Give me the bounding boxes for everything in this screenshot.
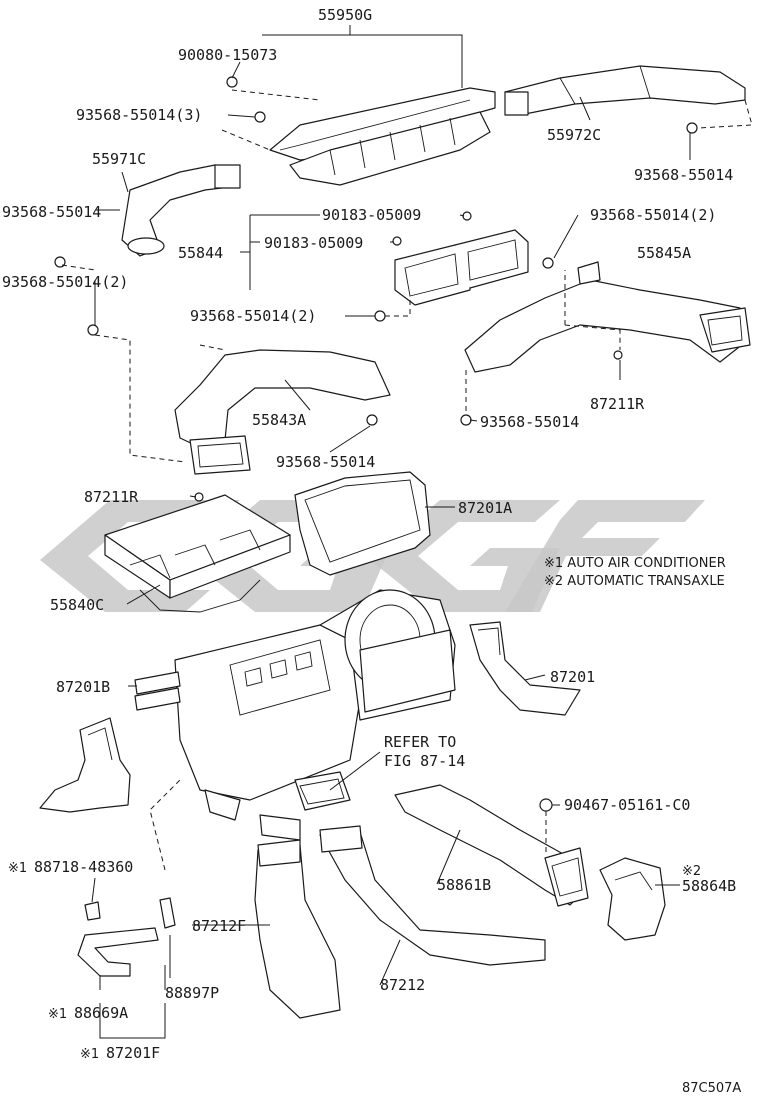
duct-58861B	[394, 784, 589, 907]
label-90183-05009-a: 90183-05009	[322, 206, 421, 224]
label-87201B: 87201B	[56, 678, 110, 696]
label-93568-55014-2b: 93568-55014(2)	[2, 273, 128, 291]
label-refer-to: REFER TO	[384, 733, 456, 751]
hvac-unit	[134, 589, 456, 841]
label-55844: 55844	[178, 244, 223, 262]
bracket-58864B	[599, 857, 666, 941]
label-58864B: 58864B	[682, 877, 736, 895]
label-87201: 87201	[550, 668, 595, 686]
label-55843A: 55843A	[252, 411, 306, 429]
label-55972C: 55972C	[547, 126, 601, 144]
label-90080-15073: 90080-15073	[178, 46, 277, 64]
notes: ※1 AUTO AIR CONDITIONER ※2 AUTOMATIC TRA…	[544, 556, 726, 589]
vents-55844	[394, 229, 529, 306]
dashed-lines	[61, 89, 753, 871]
register-55840C	[104, 494, 291, 613]
bracket-87201	[469, 621, 581, 716]
fastener-marks	[54, 76, 698, 812]
duct-55971C	[121, 164, 241, 257]
duct-87212	[319, 825, 546, 966]
duct-55845A	[464, 261, 751, 373]
hose-88669A	[77, 897, 176, 977]
label-93568-55014-r2: 93568-55014	[480, 413, 579, 431]
label-88897P: 88897P	[165, 984, 219, 1002]
note-auto-air-conditioner: ※1 AUTO AIR CONDITIONER	[544, 556, 726, 571]
label-55950G: 55950G	[318, 6, 372, 24]
mark-1-87201F: ※1	[80, 1047, 99, 1062]
mark-2-58864B: ※2	[682, 864, 701, 879]
mark-1-88669A: ※1	[48, 1007, 67, 1022]
figure-code: 87C507A	[682, 1081, 741, 1096]
label-93568-55014-l1: 93568-55014	[2, 203, 101, 221]
mark-1-88718: ※1	[8, 861, 27, 876]
leader-lines	[91, 25, 691, 1039]
label-87211R-b: 87211R	[84, 488, 139, 506]
label-90467-05161-C0: 90467-05161-C0	[564, 796, 690, 814]
label-55971C: 55971C	[92, 150, 146, 168]
bracket-87201B	[39, 717, 131, 813]
label-fig-87-14: FIG 87-14	[384, 752, 465, 770]
frame-87201A	[294, 471, 431, 576]
frame-55950G	[269, 87, 496, 186]
label-55845A: 55845A	[637, 244, 691, 262]
label-93568-55014-2a: 93568-55014(2)	[590, 206, 716, 224]
label-87212F: 87212F	[192, 917, 246, 935]
duct-55972C	[504, 65, 746, 116]
label-93568-55014-3: 93568-55014(3)	[76, 106, 202, 124]
duct-87212F	[254, 839, 341, 1019]
part-labels: 55950G 90080-15073 93568-55014(3) 55972C…	[2, 6, 736, 1062]
label-58861B: 58861B	[437, 876, 491, 894]
label-93568-55014-2c: 93568-55014(2)	[190, 307, 316, 325]
label-88669A: 88669A	[74, 1004, 128, 1022]
label-88718-48360: 88718-48360	[34, 858, 133, 876]
label-87211R-a: 87211R	[590, 395, 645, 413]
label-87201A: 87201A	[458, 499, 512, 517]
label-93568-55014-r1: 93568-55014	[634, 166, 733, 184]
label-90183-05009-b: 90183-05009	[264, 234, 363, 252]
label-87201F: 87201F	[106, 1044, 160, 1062]
label-55840C: 55840C	[50, 596, 104, 614]
note-automatic-transaxle: ※2 AUTOMATIC TRANSAXLE	[544, 574, 725, 589]
label-93568-55014-c: 93568-55014	[276, 453, 375, 471]
duct-55843A	[174, 349, 391, 475]
label-87212: 87212	[380, 976, 425, 994]
